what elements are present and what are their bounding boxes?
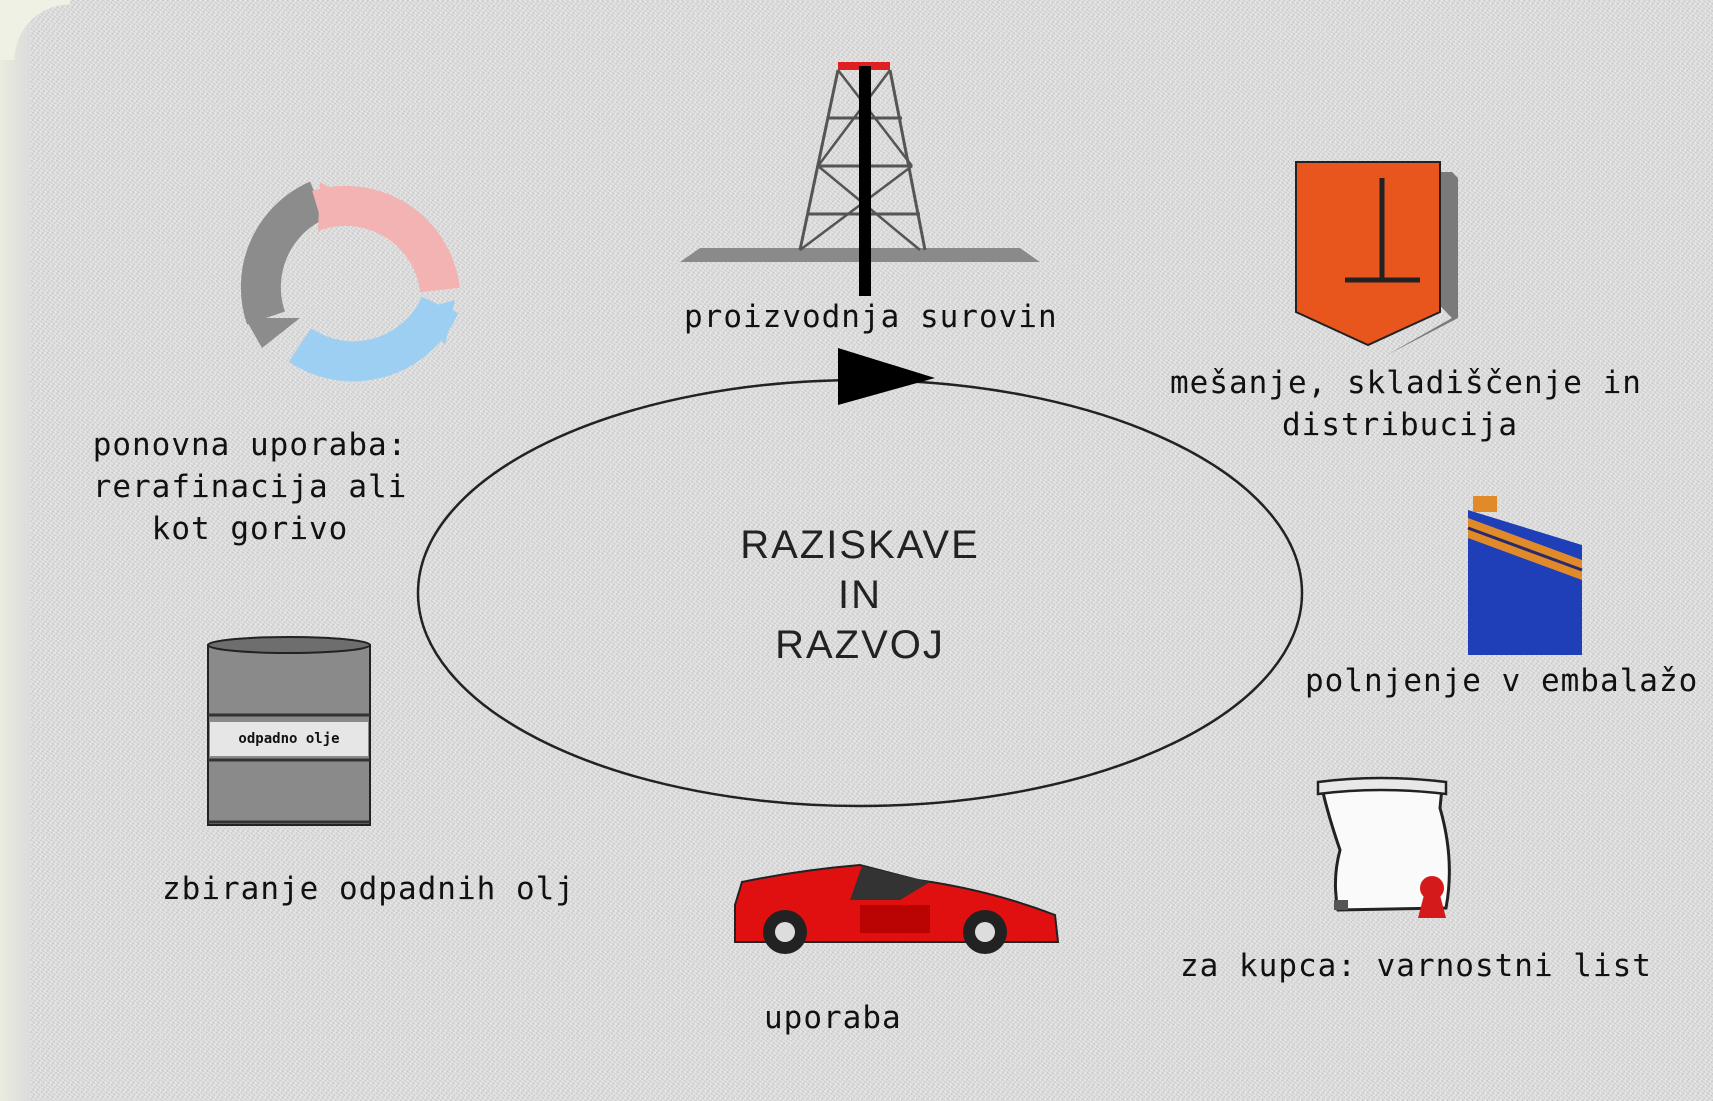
barrel-label: odpadno olje	[238, 731, 340, 747]
oil-barrel-icon	[207, 636, 371, 826]
label-customer: za kupca: varnostni list	[1180, 948, 1652, 984]
recycle-arrows-icon	[240, 181, 460, 382]
label-blending: mešanje, skladiščenje in distribucija	[1170, 362, 1642, 446]
oil-canister-icon	[1467, 496, 1583, 655]
label-blending-line-2: distribucija	[1282, 407, 1518, 443]
label-reuse-line-1: ponovna uporaba:	[92, 427, 408, 463]
label-reuse-line-3: kot gorivo	[151, 511, 349, 547]
label-packaging: polnjenje v embalažo	[1305, 663, 1699, 699]
frame-corner	[0, 0, 70, 60]
cycle-direction-arrow	[838, 348, 935, 405]
label-use: uporaba	[764, 1000, 902, 1036]
label-collection: zbiranje odpadnih olj	[162, 871, 575, 907]
label-reuse-line-2: rerafinacija ali	[92, 469, 408, 505]
center-title: RAZISKAVE IN RAZVOJ	[660, 520, 1060, 670]
oil-derrick-icon	[680, 62, 1040, 296]
center-title-line-1: RAZISKAVE	[740, 523, 980, 567]
label-production: proizvodnja surovin	[684, 299, 1058, 335]
label-reuse: ponovna uporaba: rerafinacija ali kot go…	[60, 424, 440, 550]
center-title-line-2: IN	[838, 573, 882, 617]
center-title-line-3: RAZVOJ	[775, 623, 945, 667]
left-frame-edge	[0, 0, 30, 1101]
label-blending-line-1: mešanje, skladiščenje in	[1170, 365, 1642, 401]
certificate-scroll-icon	[1316, 776, 1451, 918]
storage-tank-icon	[1295, 161, 1458, 355]
sports-car-icon	[734, 863, 1060, 954]
